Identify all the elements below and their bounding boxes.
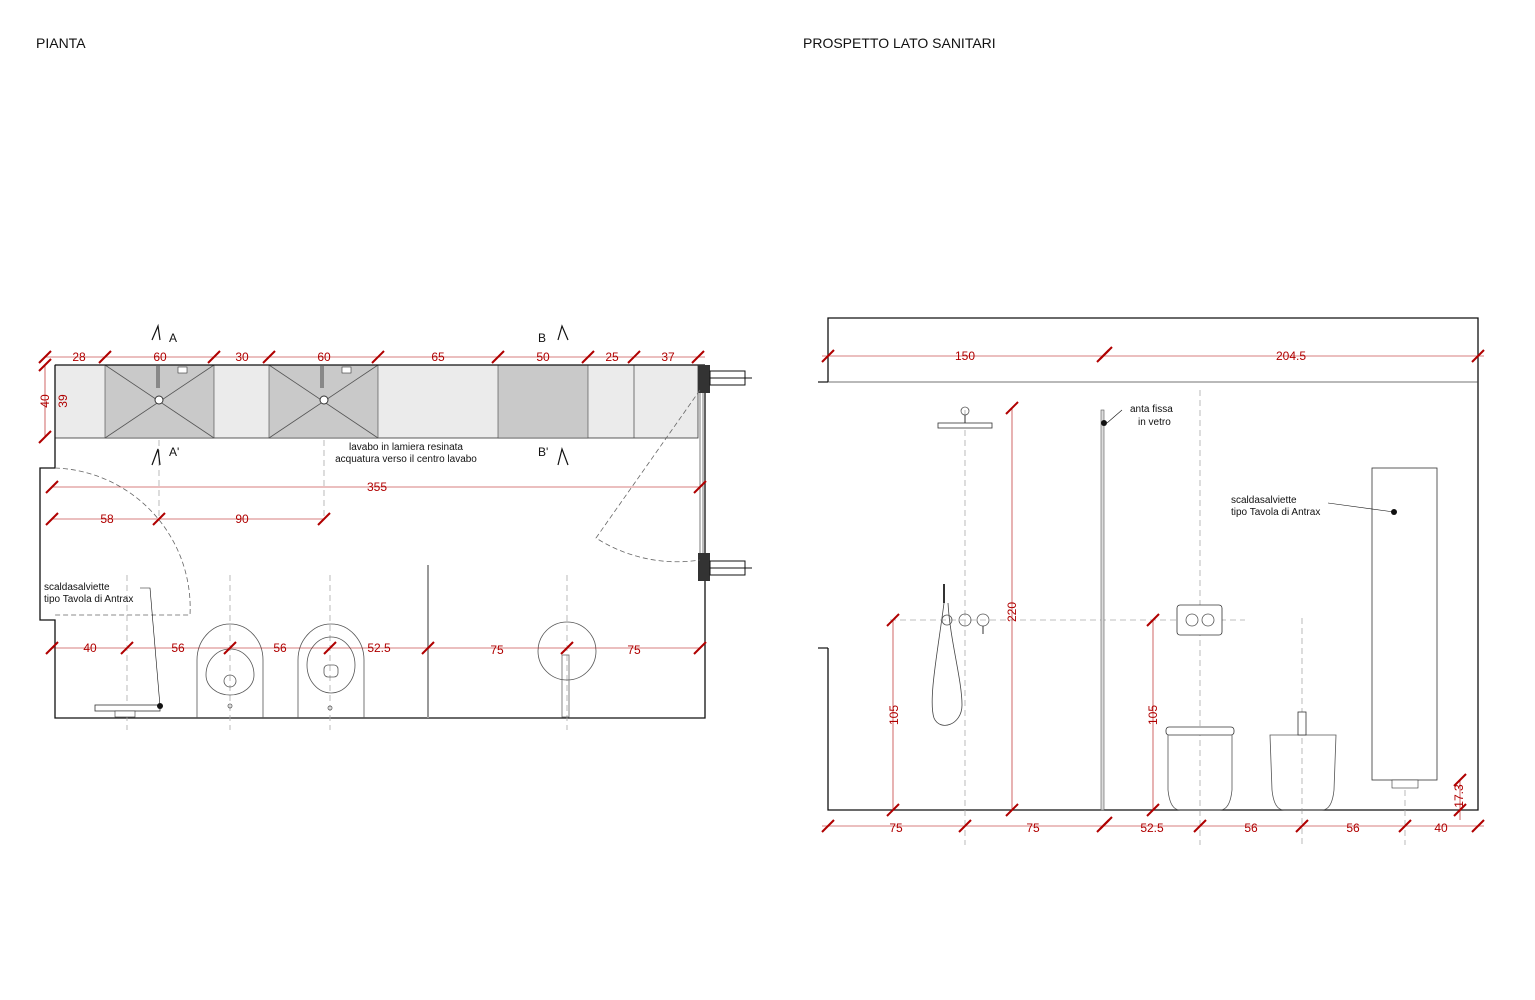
door-swing bbox=[595, 389, 701, 563]
dim-label: 56 bbox=[273, 641, 287, 655]
bidet-elevation bbox=[1269, 734, 1337, 811]
dim-label: 25 bbox=[605, 350, 619, 364]
door-swing bbox=[54, 467, 191, 616]
note-towel-line2: tipo Tavola di Antrax bbox=[1231, 507, 1320, 518]
dim-label: 75 bbox=[627, 643, 641, 657]
mixer-icon bbox=[941, 614, 953, 626]
plan-cabinet bbox=[497, 364, 589, 439]
dim-label: 40 bbox=[1434, 821, 1448, 835]
tick-marks bbox=[821, 346, 1485, 833]
flush-plate bbox=[1176, 604, 1223, 636]
dim-label: 90 bbox=[235, 512, 249, 526]
dim-label: 28 bbox=[72, 350, 86, 364]
dim-label: 60 bbox=[153, 350, 167, 364]
plan-wall bbox=[39, 365, 706, 719]
note-glass-line1: anta fissa bbox=[1130, 404, 1173, 415]
towel-radiator bbox=[1371, 467, 1438, 781]
drain-icon bbox=[319, 395, 329, 405]
note-sink-line2: acquatura verso il centro lavabo bbox=[335, 454, 477, 465]
section-label: B' bbox=[538, 445, 548, 459]
tick-marks bbox=[38, 350, 707, 655]
shower-head bbox=[537, 621, 597, 681]
section-label: A' bbox=[169, 445, 179, 459]
glass-panel bbox=[1100, 409, 1105, 811]
note-towel-line2: tipo Tavola di Antrax bbox=[44, 594, 133, 605]
drain-icon bbox=[154, 395, 164, 405]
dim-label: 37 bbox=[661, 350, 675, 364]
dim-label: 58 bbox=[100, 512, 114, 526]
dim-label: 50 bbox=[536, 350, 550, 364]
dim-label: 52.5 bbox=[1140, 821, 1164, 835]
dim-label: 60 bbox=[317, 350, 331, 364]
towel-radiator-plan bbox=[94, 704, 161, 712]
note-glass-line2: in vetro bbox=[1138, 417, 1171, 428]
dim-label: 40 bbox=[83, 641, 97, 655]
elevation-title: PROSPETTO LATO SANITARI bbox=[803, 35, 996, 51]
dim-label: 105 bbox=[1146, 705, 1160, 725]
dim-label: 39 bbox=[56, 394, 70, 408]
note-sink-line1: lavabo in lamiera resinata bbox=[349, 442, 463, 453]
note-towel-line1: scaldasalviette bbox=[1231, 495, 1297, 506]
dim-label: 204.5 bbox=[1276, 349, 1306, 363]
dim-label: 75 bbox=[1026, 821, 1040, 835]
dim-label: 355 bbox=[367, 480, 387, 494]
wc-elevation bbox=[1165, 726, 1235, 736]
dim-label: 52.5 bbox=[367, 641, 391, 655]
dim-label: 56 bbox=[171, 641, 185, 655]
mixer-icon bbox=[958, 613, 972, 627]
note-towel-line1: scaldasalviette bbox=[44, 582, 110, 593]
dim-label: 30 bbox=[235, 350, 249, 364]
shower-hose bbox=[931, 602, 963, 726]
dim-label: 56 bbox=[1346, 821, 1360, 835]
dim-label: 65 bbox=[431, 350, 445, 364]
plan-drawing: A A' B B' lavabo in lamiera resinata acq… bbox=[38, 323, 752, 730]
dim-label: 150 bbox=[955, 349, 975, 363]
hinge-icon bbox=[698, 365, 710, 393]
plan-title: PIANTA bbox=[36, 35, 86, 51]
elevation-drawing: anta fissa in vetro scaldasalviette tipo… bbox=[818, 317, 1485, 845]
dim-label: 75 bbox=[889, 821, 903, 835]
dim-label: 105 bbox=[887, 705, 901, 725]
hinge-icon bbox=[698, 553, 710, 581]
elevation-wall bbox=[827, 317, 1479, 811]
dim-label: 40 bbox=[38, 394, 52, 408]
dim-label: 56 bbox=[1244, 821, 1258, 835]
section-marker-a bbox=[151, 323, 569, 466]
section-label: B bbox=[538, 331, 546, 345]
dim-label: 17.3 bbox=[1452, 784, 1466, 808]
dim-label: 75 bbox=[490, 643, 504, 657]
shower-head bbox=[937, 422, 993, 429]
section-label: A bbox=[169, 331, 177, 345]
dim-label: 220 bbox=[1005, 602, 1019, 622]
